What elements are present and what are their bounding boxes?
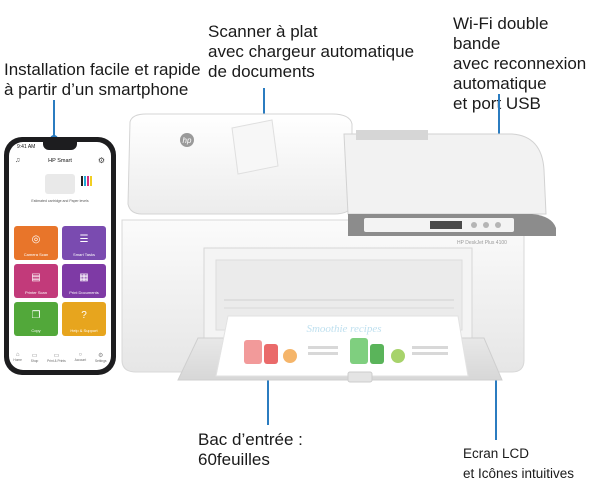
printer-caption: Estimated cartridge and Paper levels bbox=[31, 199, 89, 203]
printer-model-label: HP DeskJet Plus 4100 bbox=[457, 240, 507, 246]
bottom-nav: ⌂Home▭Shop▭Print & Prints○Account⚙Settin… bbox=[9, 350, 111, 364]
nav-label: Home bbox=[13, 358, 22, 362]
nav-label: Shop bbox=[30, 358, 39, 363]
ink-level-cyan bbox=[84, 176, 86, 186]
svg-text:hp: hp bbox=[183, 136, 192, 145]
scanner-caption: Scanner à plat avec chargeur automatique… bbox=[208, 22, 415, 81]
tile-camera-scan[interactable]: ◎ Camera Scan bbox=[14, 226, 58, 260]
tile-smart-tasks[interactable]: ☰ Smart Tasks bbox=[62, 226, 106, 260]
status-time: 9:41 AM bbox=[17, 144, 36, 150]
tile-label: Print Documents bbox=[69, 290, 99, 295]
nav-label: Account bbox=[74, 358, 87, 362]
account-icon: ○ bbox=[78, 352, 83, 358]
scanner-leader bbox=[263, 88, 265, 118]
wifi-leader bbox=[498, 94, 500, 142]
gear-icon[interactable]: ⚙ bbox=[97, 156, 105, 165]
lcd-caption: Ecran LCD et Icônes intuitives bbox=[463, 446, 575, 481]
camera-icon: ◎ bbox=[31, 234, 41, 245]
tile-label: Camera Scan bbox=[23, 252, 49, 257]
home-icon: ⌂ bbox=[15, 352, 20, 358]
paper-heading: Smoothie recipes bbox=[306, 323, 381, 335]
tile-label: Smart Tasks bbox=[73, 252, 95, 257]
printer-thumbnail[interactable] bbox=[45, 174, 75, 194]
printer-illustration: hp HP DeskJet Plus 4100 Smoothie recipes bbox=[121, 113, 556, 383]
bell-icon[interactable]: ♫ bbox=[15, 157, 21, 164]
settings-icon: ⚙ bbox=[98, 352, 104, 359]
tile-label: Copy bbox=[31, 328, 41, 333]
ink-level-black bbox=[81, 176, 83, 186]
phone-setup-caption: Installation facile et rapide à partir d… bbox=[4, 60, 201, 99]
app-title: HP Smart bbox=[48, 158, 72, 164]
phone-screen: 9:41 AM ♫ HP Smart ⚙ Estimated cartridge… bbox=[9, 142, 111, 370]
ink-level-magenta bbox=[87, 176, 89, 186]
tile-label: Help & Support bbox=[70, 328, 98, 333]
tile-copy[interactable]: ❐ Copy bbox=[14, 302, 58, 336]
input-tray-leader bbox=[267, 373, 269, 425]
nav-item-shop[interactable]: ▭Shop bbox=[31, 352, 38, 363]
scan-icon: ▤ bbox=[31, 272, 41, 283]
nav-item-print-prints[interactable]: ▭Print & Prints bbox=[47, 352, 66, 363]
shop-icon: ▭ bbox=[31, 352, 38, 359]
wifi-caption: Wi-Fi double bande avec reconnexion auto… bbox=[453, 14, 587, 113]
action-tiles: ◎ Camera Scan ☰ Smart Tasks ▤ Printer Scan ▦ Pr… bbox=[14, 226, 106, 336]
tile-help-support[interactable]: ? Help & Support bbox=[62, 302, 106, 336]
nav-label: Settings bbox=[94, 358, 107, 363]
tile-label: Printer Scan bbox=[24, 290, 47, 295]
document-icon: ▦ bbox=[79, 272, 89, 283]
tasks-icon: ☰ bbox=[79, 234, 89, 245]
tile-printer-scan[interactable]: ▤ Printer Scan bbox=[14, 264, 58, 298]
nav-item-account[interactable]: ○Account bbox=[75, 352, 87, 362]
help-icon: ? bbox=[81, 310, 87, 321]
tile-print-documents[interactable]: ▦ Print Documents bbox=[62, 264, 106, 298]
smartphone: 9:41 AM ♫ HP Smart ⚙ Estimated cartridge… bbox=[4, 137, 116, 375]
phone-setup-leader bbox=[53, 100, 55, 136]
ink-level-yellow bbox=[90, 176, 92, 186]
print-icon: ▭ bbox=[53, 352, 60, 359]
nav-label: Print & Prints bbox=[47, 358, 66, 363]
copy-icon: ❐ bbox=[31, 310, 41, 321]
input-tray-caption: Bac d’entrée : 60feuilles bbox=[198, 430, 303, 469]
nav-item-home[interactable]: ⌂Home bbox=[13, 352, 22, 362]
nav-item-settings[interactable]: ⚙Settings bbox=[95, 352, 107, 363]
phone-notch bbox=[43, 142, 77, 150]
